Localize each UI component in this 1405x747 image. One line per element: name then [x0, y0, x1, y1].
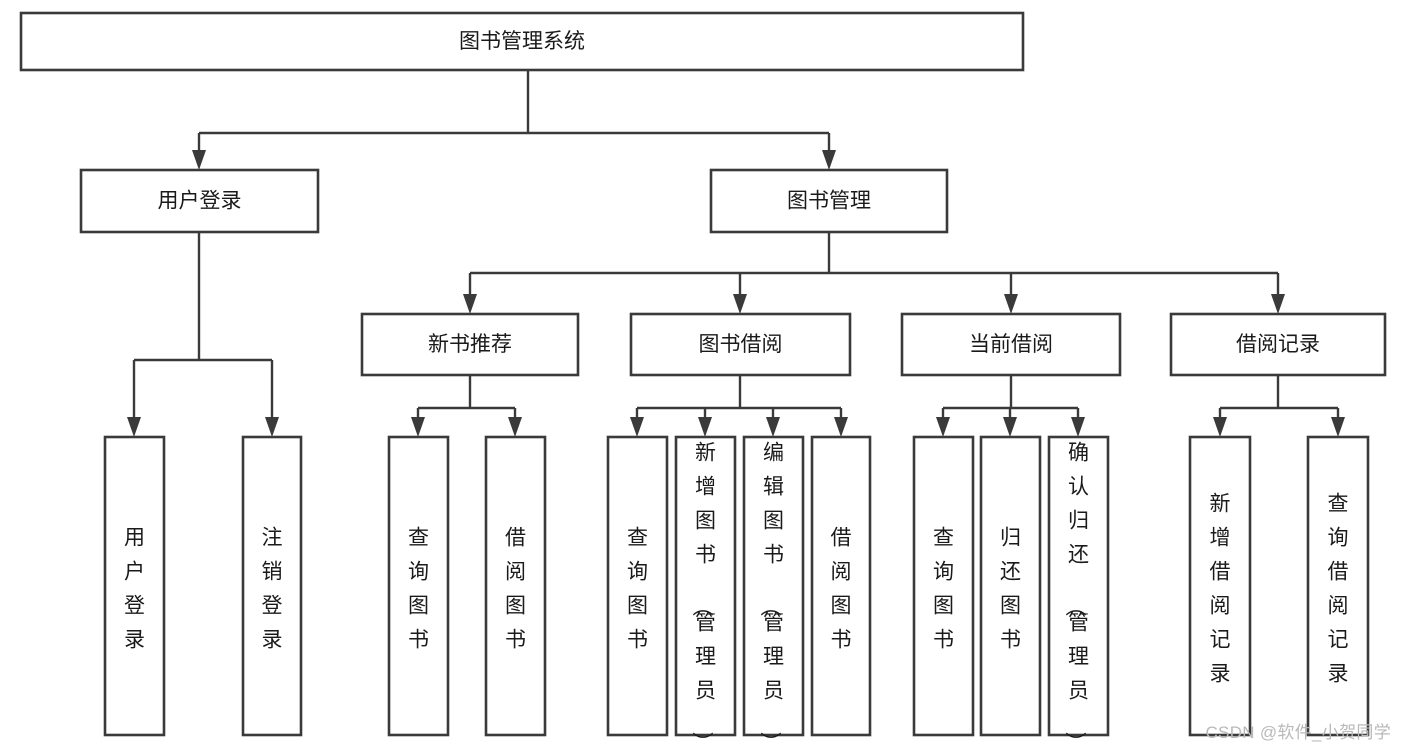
node-level2-1[interactable]: 图书管理: [709, 168, 949, 234]
arrow-head-icon: [1071, 417, 1085, 437]
arrow-head-icon: [1213, 417, 1227, 437]
connector-root-to-level2: [192, 70, 836, 170]
node-label: 图书管理系统: [459, 30, 585, 53]
node-leaf-11[interactable]: 新增借阅记录: [1188, 435, 1252, 737]
node-label: 新增借阅记录: [1210, 493, 1231, 686]
connector-record-to-leaves: [1213, 375, 1345, 437]
node-leaf-6[interactable]: 编辑图书（管理员）: [742, 435, 805, 747]
arrow-head-icon: [766, 417, 780, 437]
arrow-head-icon: [936, 417, 950, 437]
node-label: 图书借阅: [699, 333, 783, 356]
arrow-head-icon: [1004, 294, 1018, 314]
node-leaf-12[interactable]: 查询借阅记录: [1306, 435, 1370, 737]
node-level2-0[interactable]: 用户登录: [79, 168, 320, 234]
node-leaf-2[interactable]: 查询图书: [387, 435, 450, 737]
node-leaf-9[interactable]: 归还图书: [979, 435, 1042, 737]
connector-bookmgmt-to-level3: [463, 232, 1285, 314]
node-level3-3[interactable]: 借阅记录: [1169, 312, 1387, 377]
connector-userlogin-to-leaves: [127, 232, 279, 437]
node-label: 编辑图书（管理员）: [758, 442, 784, 747]
node-label: 新增图书（管理员）: [690, 442, 716, 747]
node-level3-1[interactable]: 图书借阅: [629, 312, 852, 377]
connector-newbook-to-leaves: [411, 375, 522, 437]
node-label: 确认归还（管理员）: [1063, 442, 1089, 747]
connector-current-to-leaves: [936, 375, 1085, 437]
node-label: 查询图书: [627, 527, 648, 652]
node-leaf-7[interactable]: 借阅图书: [810, 435, 872, 737]
arrow-head-icon: [463, 294, 477, 314]
node-leaf-0[interactable]: 用户登录: [103, 435, 166, 737]
node-label: 查询图书: [933, 527, 954, 652]
node-label: 用户登录: [124, 527, 145, 652]
arrow-head-icon: [630, 417, 644, 437]
node-label: 新书推荐: [428, 333, 512, 356]
arrow-head-icon: [1271, 294, 1285, 314]
arrow-head-icon: [1331, 417, 1345, 437]
node-layer: 图书管理系统用户登录图书管理新书推荐图书借阅当前借阅借阅记录用户登录注销登录查询…: [19, 11, 1387, 747]
arrow-head-icon: [733, 294, 747, 314]
arrow-head-icon: [411, 417, 425, 437]
node-level3-0[interactable]: 新书推荐: [360, 312, 580, 377]
node-leaf-8[interactable]: 查询图书: [912, 435, 975, 737]
connector-borrow-to-leaves: [630, 375, 848, 437]
node-label: 当前借阅: [969, 333, 1053, 356]
node-leaf-5[interactable]: 新增图书（管理员）: [674, 435, 737, 747]
node-leaf-1[interactable]: 注销登录: [241, 435, 303, 737]
arrow-head-icon: [127, 417, 141, 437]
arrow-head-icon: [192, 150, 206, 170]
node-leaf-4[interactable]: 查询图书: [606, 435, 669, 737]
node-label: 借阅图书: [831, 527, 852, 652]
arrow-head-icon: [698, 417, 712, 437]
node-label: 借阅记录: [1236, 333, 1320, 356]
node-label: 用户登录: [158, 190, 242, 213]
arrow-head-icon: [1003, 417, 1017, 437]
edge-layer: [127, 70, 1345, 437]
arrow-head-icon: [508, 417, 522, 437]
node-leaf-10[interactable]: 确认归还（管理员）: [1047, 435, 1110, 747]
node-label: 注销登录: [262, 527, 283, 652]
watermark-label: CSDN @软件_小贺同学: [1205, 723, 1391, 742]
node-label: 查询借阅记录: [1328, 493, 1349, 686]
node-label: 图书管理: [787, 190, 871, 213]
node-leaf-3[interactable]: 借阅图书: [484, 435, 547, 737]
arrow-head-icon: [834, 417, 848, 437]
arrow-head-icon: [265, 417, 279, 437]
node-label: 归还图书: [1000, 527, 1021, 652]
node-level3-2[interactable]: 当前借阅: [900, 312, 1122, 377]
arrow-head-icon: [822, 150, 836, 170]
node-label: 查询图书: [408, 527, 429, 652]
node-label: 借阅图书: [505, 527, 526, 652]
node-root-图书管理系统[interactable]: 图书管理系统: [19, 11, 1025, 72]
